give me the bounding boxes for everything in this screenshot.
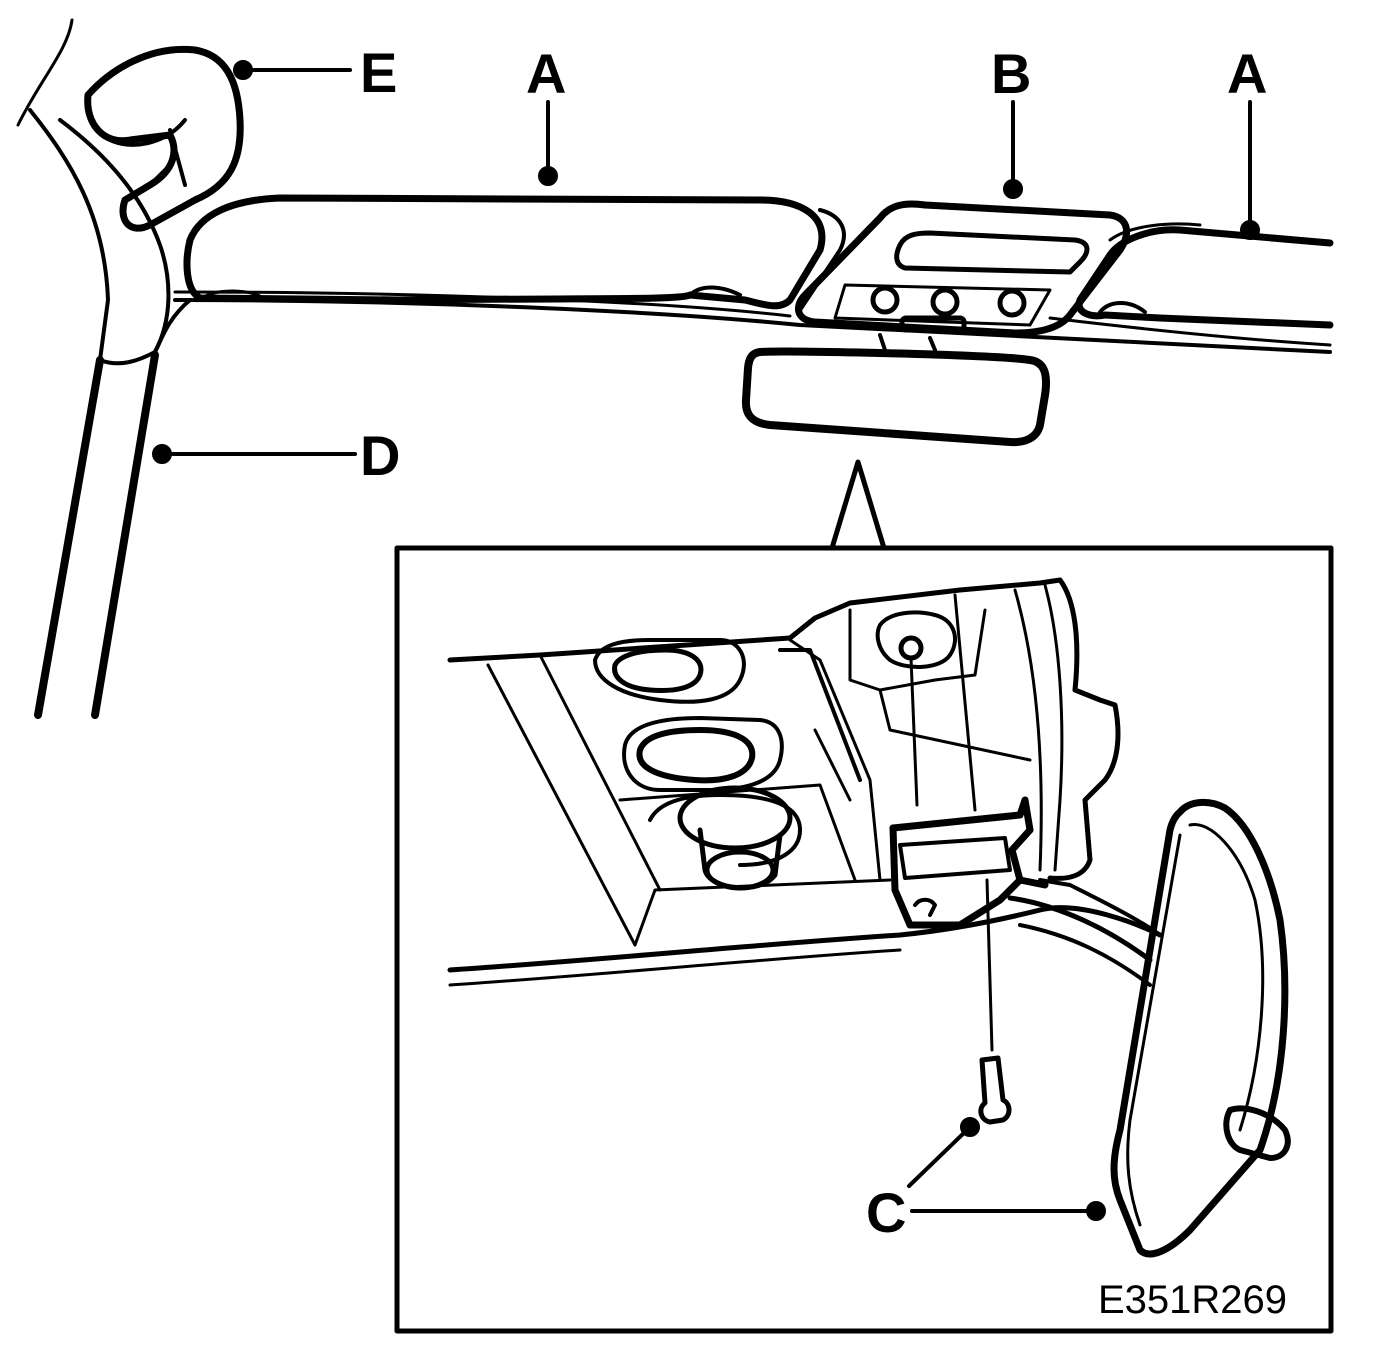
callout-a-left: A (526, 42, 567, 105)
detail-mirror (1007, 799, 1291, 1258)
callout-c: C (866, 1181, 907, 1244)
callout-e: E (360, 41, 398, 104)
callout-a-right: A (1227, 42, 1268, 105)
sun-visor-left (183, 194, 846, 312)
detail-roof-structure (447, 577, 1163, 987)
leader-lines (152, 60, 1260, 1221)
callout-b: B (991, 42, 1032, 105)
a-pillar (16, 18, 192, 719)
detail-mirror-bracket (889, 593, 1049, 1125)
detail-frame (394, 545, 1334, 1334)
sun-visor-right (1075, 222, 1334, 329)
detail-bosses (593, 610, 957, 891)
rear-view-mirror-overview (741, 333, 1051, 447)
callout-d: D (360, 424, 401, 487)
roof-console (795, 200, 1130, 337)
detail-pointer (829, 459, 887, 551)
figure-code: E351R269 (1098, 1278, 1288, 1322)
grab-handle (84, 45, 244, 232)
